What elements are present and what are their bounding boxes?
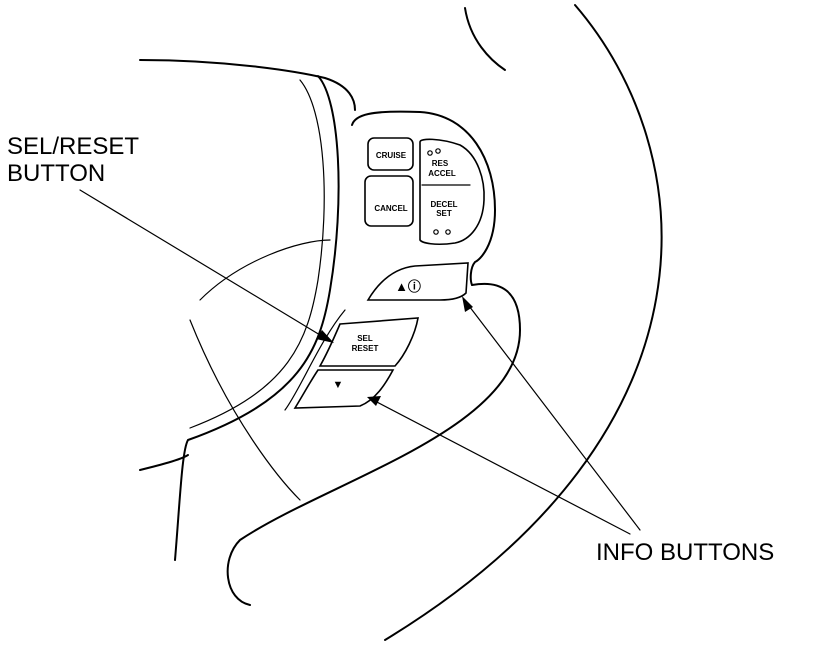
sel-label: SEL: [357, 334, 373, 343]
sel-reset-leader-line: [79, 189, 326, 339]
rocker-dot: [435, 148, 441, 154]
switch-panel-housing: [351, 110, 496, 286]
info-up-arrowhead: [462, 296, 473, 312]
wheel-rim-inner: [464, 7, 506, 71]
sel-reset-callout: SEL/RESET BUTTON: [7, 133, 139, 187]
cruise-button-shape[interactable]: [367, 137, 414, 171]
sel-reset-callout-line2: BUTTON: [7, 160, 106, 187]
sel-reset-callout-line1: SEL/RESET: [7, 133, 140, 160]
wheel-rim-outer: [384, 4, 663, 641]
accel-label: ACCEL: [428, 169, 456, 178]
sel-reset-arrowhead: [316, 330, 334, 343]
res-decel-rocker-shape[interactable]: [419, 138, 485, 246]
sel-reset-button-shape[interactable]: [318, 317, 419, 367]
info-up-button-label: ▲ⓘ: [395, 279, 421, 294]
wheel-spoke-inner-curve: [174, 75, 340, 561]
switch-panel-bottom: [226, 282, 521, 606]
info-buttons-callout: INFO BUTTONS: [596, 539, 774, 566]
wheel-spoke-inner-curve-2: [189, 79, 325, 429]
rocker-dot: [427, 150, 433, 156]
wheel-spoke-top: [139, 59, 356, 111]
set-label: SET: [436, 209, 452, 218]
info-up-leader-line: [465, 301, 641, 531]
wheel-hub-back-2: [189, 319, 301, 501]
rocker-dot: [445, 229, 451, 235]
reset-label: RESET: [352, 344, 379, 353]
cancel-button-label: CANCEL: [374, 204, 407, 213]
info-down-button-label: ▼: [333, 379, 344, 391]
wheel-hub-bottom: [139, 454, 189, 471]
wheel-hub-back: [199, 239, 331, 301]
info-up-button-shape[interactable]: [366, 262, 469, 301]
cancel-button-shape[interactable]: [364, 175, 414, 227]
decel-label: DECEL: [430, 200, 457, 209]
rocker-dot: [433, 229, 439, 235]
info-down-leader-line: [372, 399, 631, 535]
res-label: RES: [432, 159, 449, 168]
info-housing-edge: [284, 309, 346, 411]
cruise-button-label: CRUISE: [376, 151, 407, 160]
info-down-arrowhead: [367, 396, 381, 406]
info-buttons-callout-text: INFO BUTTONS: [596, 539, 775, 566]
